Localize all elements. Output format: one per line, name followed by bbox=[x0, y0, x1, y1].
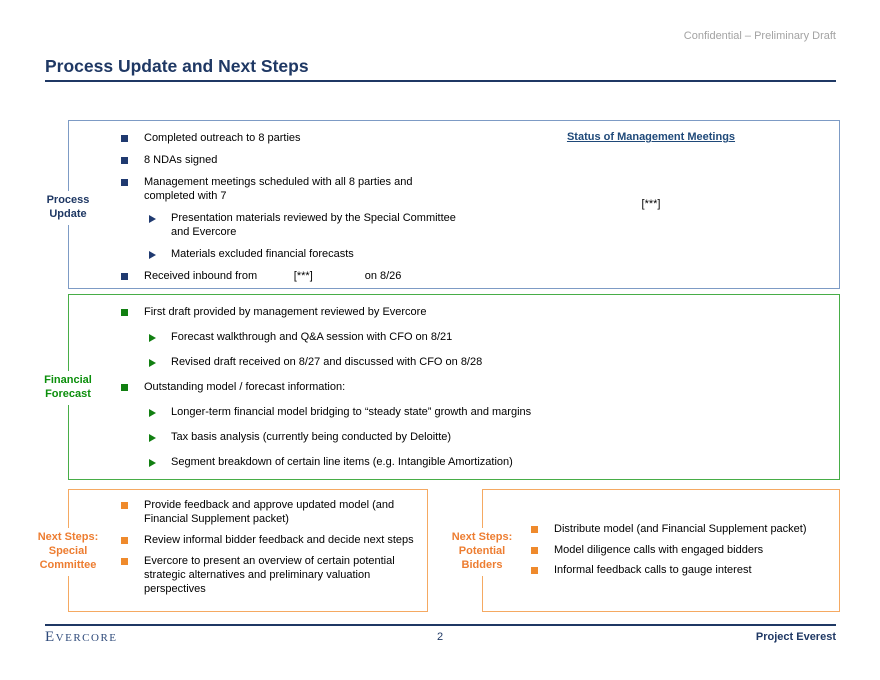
square-bullet-icon bbox=[121, 383, 128, 391]
triangle-right-bullet-icon bbox=[149, 458, 156, 467]
status-panel: Status of Management Meetings [***] bbox=[463, 121, 839, 288]
bullet-text: Distribute model (and Financial Suppleme… bbox=[554, 522, 807, 535]
bullet-item: Review informal bidder feedback and deci… bbox=[121, 534, 423, 548]
triangle-right-bullet-icon bbox=[149, 214, 156, 223]
triangle-right-bullet-icon bbox=[149, 358, 156, 367]
bullet-text: Provide feedback and approve updated mod… bbox=[144, 499, 395, 525]
bullet-item: Informal feedback calls to gauge interes… bbox=[531, 564, 839, 578]
square-bullet-icon bbox=[121, 272, 128, 280]
bullet-text: Completed outreach to 8 parties bbox=[144, 132, 301, 144]
bullet-text: Revised draft received on 8/27 and discu… bbox=[171, 355, 483, 368]
bullet-text: Evercore to present an overview of certa… bbox=[144, 554, 395, 595]
bullet-item: Management meetings scheduled with all 8… bbox=[121, 176, 463, 204]
sub-bullet-item: Presentation materials reviewed by the S… bbox=[149, 212, 463, 240]
sub-bullet-item: Segment breakdown of certain line items … bbox=[149, 456, 829, 470]
bullet-text: Longer-term financial model bridging to … bbox=[171, 405, 532, 418]
status-placeholder: [***] bbox=[641, 198, 661, 210]
bullet-text: Materials excluded financial forecasts bbox=[171, 247, 354, 260]
bullet-item: Distribute model (and Financial Suppleme… bbox=[531, 523, 839, 537]
bullet-item: Received inbound from [***] on 8/26 bbox=[121, 270, 463, 284]
square-bullet-icon bbox=[531, 567, 538, 575]
square-bullet-icon bbox=[121, 156, 128, 164]
triangle-right-bullet-icon bbox=[149, 333, 156, 342]
sub-bullet-item: Forecast walkthrough and Q&A session wit… bbox=[149, 331, 829, 345]
square-bullet-icon bbox=[121, 135, 128, 142]
square-bullet-icon bbox=[121, 536, 128, 544]
bullet-text: Informal feedback calls to gauge interes… bbox=[554, 564, 752, 577]
next-steps-potential-bidders-box: Distribute model (and Financial Suppleme… bbox=[482, 489, 840, 612]
next-steps-potential-bidders-label: Next Steps: Potential Bidders bbox=[442, 528, 522, 576]
bullet-text: First draft provided by management revie… bbox=[144, 306, 427, 318]
sub-bullet-item: Materials excluded financial forecasts bbox=[149, 248, 463, 262]
bullet-text: Tax basis analysis (currently being cond… bbox=[171, 430, 452, 443]
bullet-text: Outstanding model / forecast information… bbox=[144, 380, 346, 393]
page-number: 2 bbox=[436, 631, 444, 643]
bullet-text: Review informal bidder feedback and deci… bbox=[144, 533, 414, 546]
sub-bullet-item: Longer-term financial model bridging to … bbox=[149, 406, 829, 420]
square-bullet-icon bbox=[531, 525, 538, 533]
bullet-item: Model diligence calls with engaged bidde… bbox=[531, 544, 839, 558]
bullet-item: First draft provided by management revie… bbox=[121, 306, 829, 320]
triangle-right-bullet-icon bbox=[149, 408, 156, 417]
square-bullet-icon bbox=[531, 546, 538, 554]
bullet-text: Model diligence calls with engaged bidde… bbox=[554, 543, 764, 556]
process-update-label: Process Update bbox=[36, 191, 100, 225]
bullet-text: Received inbound from [***] on 8/26 bbox=[144, 269, 402, 282]
footer-rule bbox=[45, 624, 836, 626]
bullet-item: Outstanding model / forecast information… bbox=[121, 381, 829, 395]
project-name: Project Everest bbox=[755, 631, 836, 643]
status-heading: Status of Management Meetings bbox=[566, 131, 736, 143]
financial-forecast-label: Financial Forecast bbox=[33, 371, 103, 405]
title-underline bbox=[45, 80, 836, 82]
sub-bullet-item: Tax basis analysis (currently being cond… bbox=[149, 431, 829, 445]
bullet-text: 8 NDAs signed bbox=[144, 153, 218, 166]
square-bullet-icon bbox=[121, 309, 128, 316]
bullet-item: Evercore to present an overview of certa… bbox=[121, 555, 423, 597]
classification-text: Confidential – Preliminary Draft bbox=[683, 30, 836, 42]
next-steps-special-committee-label: Next Steps: Special Committee bbox=[28, 528, 108, 576]
bullet-text: Segment breakdown of certain line items … bbox=[171, 455, 513, 468]
square-bullet-icon bbox=[121, 502, 128, 509]
bullet-text: Management meetings scheduled with all 8… bbox=[144, 175, 413, 202]
bullet-text: Forecast walkthrough and Q&A session wit… bbox=[171, 330, 453, 343]
financial-forecast-box: First draft provided by management revie… bbox=[68, 294, 840, 480]
process-update-list: Completed outreach to 8 parties 8 NDAs s… bbox=[69, 121, 463, 288]
evercore-logo: Evercore bbox=[45, 629, 118, 645]
triangle-right-bullet-icon bbox=[149, 250, 156, 259]
square-bullet-icon bbox=[121, 557, 128, 565]
bullet-item: Completed outreach to 8 parties bbox=[121, 132, 463, 146]
square-bullet-icon bbox=[121, 178, 128, 186]
sub-bullet-item: Revised draft received on 8/27 and discu… bbox=[149, 356, 829, 370]
next-steps-special-committee-box: Provide feedback and approve updated mod… bbox=[68, 489, 428, 612]
triangle-right-bullet-icon bbox=[149, 433, 156, 442]
process-update-box: Completed outreach to 8 parties 8 NDAs s… bbox=[68, 120, 840, 289]
bullet-item: 8 NDAs signed bbox=[121, 154, 463, 168]
page-title: Process Update and Next Steps bbox=[45, 56, 309, 76]
bullet-item: Provide feedback and approve updated mod… bbox=[121, 499, 423, 527]
bullet-text: Presentation materials reviewed by the S… bbox=[171, 211, 456, 238]
